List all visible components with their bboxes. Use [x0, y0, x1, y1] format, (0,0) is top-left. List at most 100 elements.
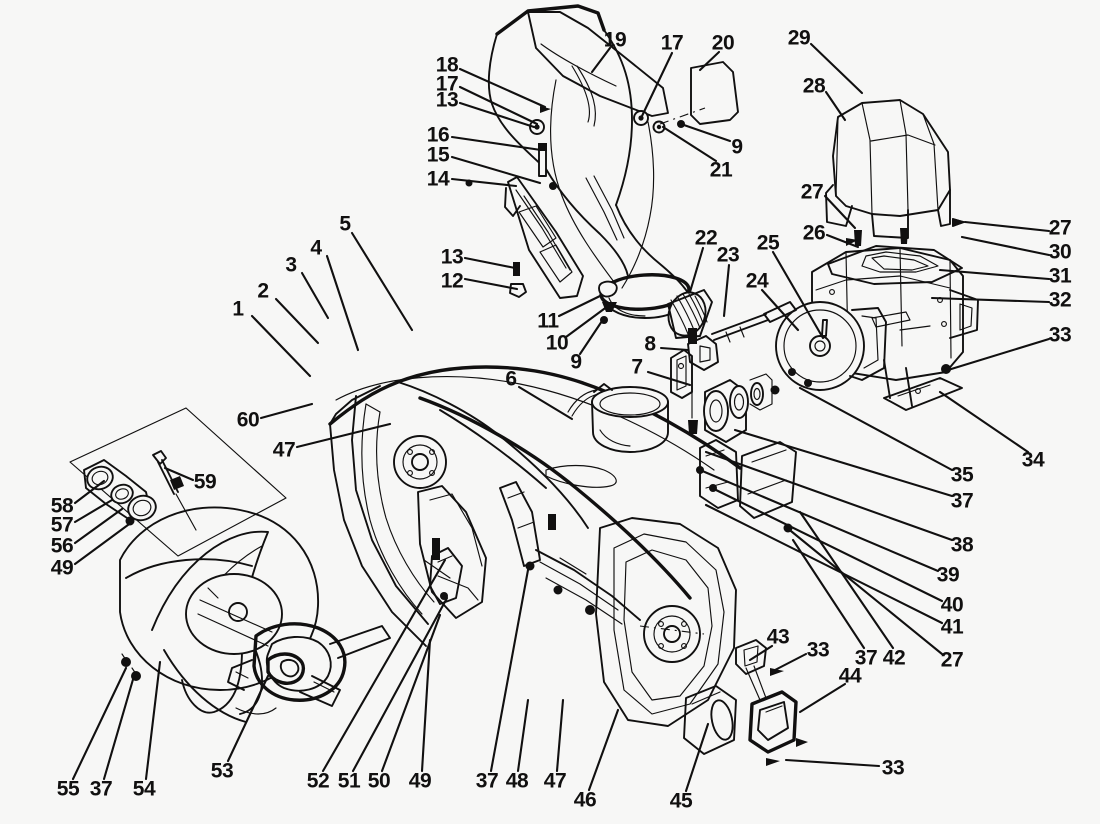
- leader-line-48: [516, 698, 530, 773]
- leader-line-21: [661, 125, 718, 163]
- callout-leader-lines: [71, 42, 1051, 793]
- leader-line-43: [748, 644, 774, 662]
- callout-number-33b[interactable]: 33: [806, 638, 830, 662]
- callout-number-58[interactable]: 58: [50, 494, 74, 518]
- leader-line-33c: [784, 758, 881, 768]
- callout-number-17b[interactable]: 17: [660, 31, 684, 55]
- callout-number-28[interactable]: 28: [802, 74, 826, 98]
- callout-number-51[interactable]: 51: [337, 769, 361, 793]
- callout-number-32[interactable]: 32: [1048, 288, 1072, 312]
- callout-number-59[interactable]: 59: [193, 470, 217, 494]
- callout-number-20[interactable]: 20: [711, 31, 735, 55]
- callout-number-45[interactable]: 45: [669, 789, 693, 813]
- leader-line-34: [938, 390, 1030, 454]
- callout-number-27c[interactable]: 27: [940, 648, 964, 672]
- callout-number-22[interactable]: 22: [694, 226, 718, 250]
- callout-number-2[interactable]: 2: [257, 279, 269, 303]
- callout-number-4[interactable]: 4: [310, 236, 322, 260]
- callout-number-48[interactable]: 48: [505, 769, 529, 793]
- callout-number-46[interactable]: 46: [573, 788, 597, 812]
- leader-line-50: [380, 613, 442, 773]
- callout-number-27b[interactable]: 27: [1048, 216, 1072, 240]
- callout-number-40[interactable]: 40: [940, 593, 964, 617]
- leader-line-22: [688, 246, 705, 294]
- callout-number-7[interactable]: 7: [631, 355, 643, 379]
- callout-number-37b[interactable]: 37: [854, 646, 878, 670]
- callout-number-37d[interactable]: 37: [89, 777, 113, 801]
- callout-number-12[interactable]: 12: [440, 269, 464, 293]
- callout-number-34[interactable]: 34: [1021, 448, 1045, 472]
- callout-number-27[interactable]: 27: [800, 180, 824, 204]
- leader-line-60: [259, 402, 314, 420]
- leader-line-12: [463, 277, 519, 291]
- leader-line-27b: [963, 220, 1051, 233]
- callout-number-37[interactable]: 37: [950, 489, 974, 513]
- callout-number-15[interactable]: 15: [426, 143, 450, 167]
- callout-number-43[interactable]: 43: [766, 625, 790, 649]
- callout-number-50[interactable]: 50: [367, 769, 391, 793]
- callout-number-25[interactable]: 25: [756, 231, 780, 255]
- part-chute-flap: [659, 61, 739, 125]
- callout-number-35[interactable]: 35: [950, 463, 974, 487]
- callout-number-33c[interactable]: 33: [881, 756, 905, 780]
- callout-number-5[interactable]: 5: [339, 212, 351, 236]
- callout-number-14[interactable]: 14: [426, 167, 450, 191]
- callout-number-9[interactable]: 9: [570, 350, 582, 374]
- callout-number-13[interactable]: 13: [440, 245, 464, 269]
- leader-line-17b: [640, 51, 674, 118]
- callout-number-33[interactable]: 33: [1048, 323, 1072, 347]
- leader-line-41: [704, 503, 944, 625]
- leader-line-4: [325, 254, 360, 352]
- callout-number-26[interactable]: 26: [802, 221, 826, 245]
- callout-number-11[interactable]: 11: [537, 309, 559, 333]
- callout-number-42[interactable]: 42: [882, 646, 906, 670]
- callout-number-8[interactable]: 8: [644, 332, 656, 356]
- callout-number-24[interactable]: 24: [745, 269, 769, 293]
- callout-number-9b[interactable]: 9: [731, 135, 743, 159]
- callout-number-18[interactable]: 18: [435, 53, 459, 77]
- callout-number-19[interactable]: 19: [603, 28, 627, 52]
- callout-number-37c[interactable]: 37: [475, 769, 499, 793]
- leader-line-37b: [791, 538, 866, 650]
- leader-line-52: [321, 558, 447, 773]
- leader-line-37c: [489, 568, 530, 773]
- callout-number-17[interactable]: 17: [435, 72, 459, 96]
- callout-number-21[interactable]: 21: [709, 158, 733, 182]
- callout-number-3[interactable]: 3: [285, 253, 297, 277]
- callout-number-31[interactable]: 31: [1048, 264, 1072, 288]
- callout-number-30[interactable]: 30: [1048, 240, 1072, 264]
- callout-number-1[interactable]: 1: [232, 297, 244, 321]
- leader-line-46: [587, 708, 620, 792]
- leader-line-39: [698, 468, 940, 573]
- callout-number-47b[interactable]: 47: [272, 438, 296, 462]
- callout-number-38[interactable]: 38: [950, 533, 974, 557]
- callout-number-6[interactable]: 6: [505, 367, 517, 391]
- callout-number-54[interactable]: 54: [132, 777, 156, 801]
- leader-line-49: [420, 638, 432, 773]
- callout-number-39[interactable]: 39: [936, 563, 960, 587]
- callout-number-60[interactable]: 60: [236, 408, 260, 432]
- callout-number-10[interactable]: 10: [545, 331, 569, 355]
- callout-number-23[interactable]: 23: [716, 243, 740, 267]
- callout-number-47[interactable]: 47: [543, 769, 567, 793]
- callout-number-56[interactable]: 56: [50, 534, 74, 558]
- leader-line-49b: [73, 520, 134, 566]
- callout-number-49[interactable]: 49: [408, 769, 432, 793]
- part-left-bearing-kit: [69, 407, 287, 557]
- callout-number-53[interactable]: 53: [210, 759, 234, 783]
- leader-line-33: [946, 337, 1051, 372]
- callout-number-13b[interactable]: 13: [435, 88, 459, 112]
- callout-number-52[interactable]: 52: [306, 769, 330, 793]
- callout-number-44[interactable]: 44: [838, 664, 862, 688]
- callout-number-57[interactable]: 57: [50, 513, 74, 537]
- leader-line-37: [733, 428, 954, 498]
- callout-number-55[interactable]: 55: [56, 777, 80, 801]
- callout-number-16[interactable]: 16: [426, 123, 450, 147]
- callout-number-29[interactable]: 29: [787, 26, 811, 50]
- callout-number-41[interactable]: 41: [940, 615, 964, 639]
- callout-number-49b[interactable]: 49: [50, 556, 74, 580]
- leader-line-56: [73, 507, 124, 545]
- leader-line-38: [704, 450, 954, 542]
